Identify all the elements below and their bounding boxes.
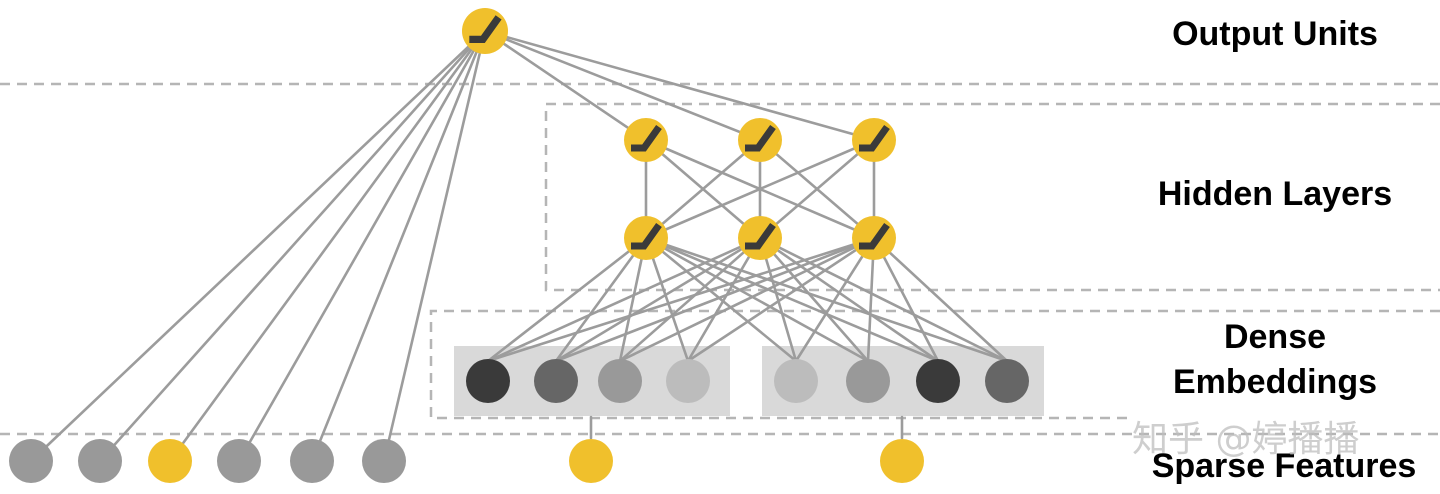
embedding-edge-0-6	[644, 236, 940, 363]
sparse-feature-wide-0	[9, 439, 53, 483]
hidden-unit-top-0	[624, 118, 668, 162]
sparse-feature-deep-1	[880, 439, 924, 483]
hidden-edge-1-0	[644, 138, 762, 240]
output-unit	[462, 8, 508, 54]
sparse-feature-deep-0	[569, 439, 613, 483]
hidden-unit-bottom-2	[852, 216, 896, 260]
embedding-node-1	[534, 359, 578, 403]
sigmoid-icon	[859, 222, 890, 250]
wide-edge-3	[237, 29, 487, 463]
embedding-node-3	[666, 359, 710, 403]
sigmoid-icon	[745, 222, 776, 250]
embedding-edge-2-0	[486, 236, 876, 363]
hidden-layers-frame	[544, 102, 1440, 292]
hidden-unit-bottom-1	[738, 216, 782, 260]
sigmoid-icon	[631, 222, 662, 250]
sigmoid-icon	[631, 124, 662, 152]
sparse-feature-wide-2	[148, 439, 192, 483]
wide-edge-1	[98, 29, 487, 463]
embedding-node-4	[774, 359, 818, 403]
output-hidden-edge-1	[483, 29, 762, 142]
embedding-edge-1-5	[758, 236, 870, 363]
hidden-edge-2-1	[758, 138, 876, 240]
embedding-edge-2-4	[794, 236, 876, 363]
network-connections	[29, 29, 1009, 463]
embedding-edge-1-2	[618, 236, 762, 363]
embedding-edge-2-3	[686, 236, 876, 363]
sparse-feature-wide-3	[217, 439, 261, 483]
dense-embeddings-frame	[429, 309, 1440, 420]
embedding-edge-0-5	[644, 236, 870, 363]
hidden-layers-label: Hidden Layers	[1157, 175, 1393, 213]
embedding-edge-1-1	[554, 236, 762, 363]
watermark-text: 知乎 @婷播播	[1132, 419, 1360, 460]
hidden-edge-2-0	[644, 138, 876, 240]
sparse-feature-wide-4	[290, 439, 334, 483]
output-units-label: Output Units	[1172, 15, 1378, 53]
embedding-edge-1-7	[758, 236, 1009, 363]
embedding-node-7	[985, 359, 1029, 403]
wide-edge-5	[382, 29, 487, 463]
embedding-edge-0-0	[486, 236, 648, 363]
wide-edge-2	[168, 29, 487, 463]
output-hidden-edge-2	[483, 29, 876, 142]
sparse-feature-wide-1	[78, 439, 122, 483]
sigmoid-icon	[859, 124, 890, 152]
dense-embeddings-label-line2: Embeddings	[1172, 363, 1378, 401]
sigmoid-icon	[469, 15, 502, 44]
embedding-edge-0-7	[644, 236, 1009, 363]
wide-edge-4	[310, 29, 487, 463]
hidden-unit-top-2	[852, 118, 896, 162]
embedding-edge-1-3	[686, 236, 762, 363]
embedding-edge-1-0	[486, 236, 762, 363]
wide-edge-0	[29, 29, 487, 463]
embedding-edge-0-4	[644, 236, 798, 363]
hidden-unit-top-1	[738, 118, 782, 162]
sparse-feature-wide-5	[362, 439, 406, 483]
layer-dividers	[0, 82, 1440, 436]
embedding-node-6	[916, 359, 960, 403]
dense-embeddings-label-line1: Dense	[1223, 318, 1327, 356]
embedding-node-0	[466, 359, 510, 403]
embedding-node-2	[598, 359, 642, 403]
network-nodes	[9, 8, 1029, 483]
embedding-edge-2-7	[872, 236, 1009, 363]
embedding-edge-2-1	[554, 236, 876, 363]
embedding-edge-1-6	[758, 236, 940, 363]
sparse-features-label: Sparse Features	[1151, 447, 1417, 485]
sigmoid-icon	[745, 124, 776, 152]
embedding-node-5	[846, 359, 890, 403]
embedding-edge-0-1	[554, 236, 648, 363]
embedding-edge-2-2	[618, 236, 876, 363]
output-hidden-edge-0	[483, 29, 648, 142]
hidden-unit-bottom-0	[624, 216, 668, 260]
embedding-edge-2-6	[872, 236, 940, 363]
